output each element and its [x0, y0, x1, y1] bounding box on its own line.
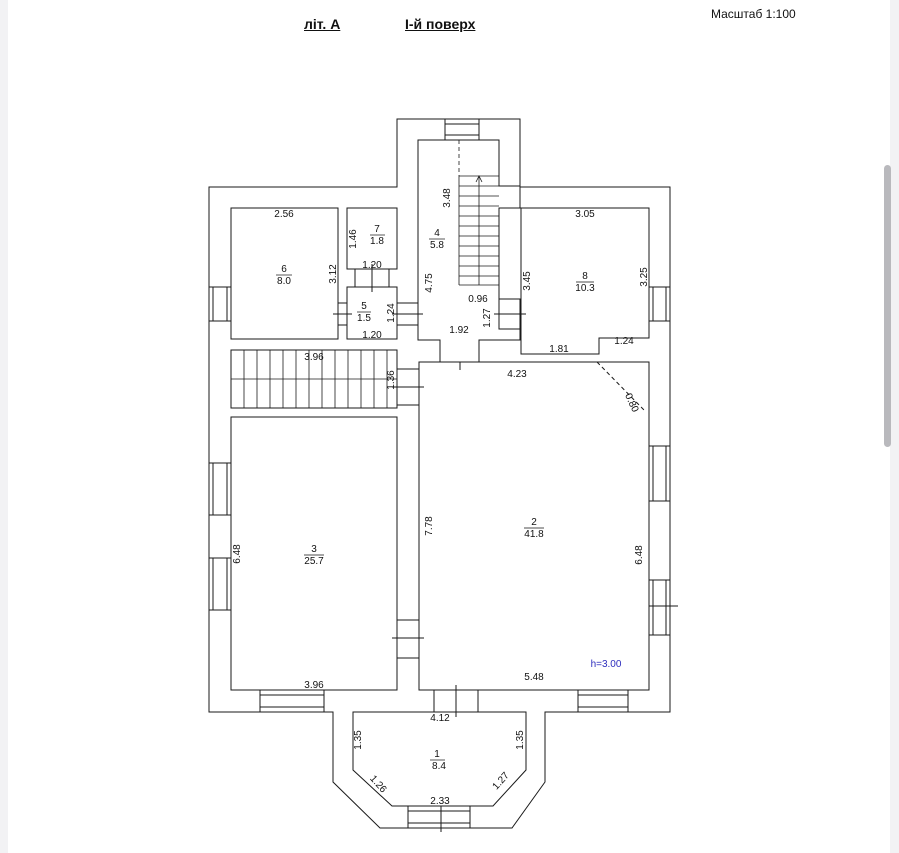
svg-text:10.3: 10.3 [575, 283, 595, 294]
svg-text:25.7: 25.7 [304, 556, 324, 567]
dim-3-25: 3.25 [639, 267, 650, 287]
floor-title: І-й поверх [405, 16, 476, 32]
dim-1-35-left: 1.35 [353, 730, 364, 750]
room-label-8: 8 10.3 [575, 271, 595, 294]
svg-text:5: 5 [361, 301, 367, 312]
room-label-5: 5 1.5 [357, 301, 371, 324]
room-label-6: 6 8.0 [276, 264, 292, 287]
stair-steps-room-4 [458, 140, 499, 286]
svg-text:8: 8 [582, 271, 588, 282]
dim-4-12: 4.12 [430, 713, 450, 724]
dim-5-48: 5.48 [524, 672, 544, 683]
dim-4-23: 4.23 [507, 369, 527, 380]
room-label-3: 3 25.7 [304, 544, 324, 567]
svg-text:4: 4 [434, 228, 440, 239]
outer-wall [208, 118, 671, 829]
svg-text:1.5: 1.5 [357, 313, 371, 324]
dim-3-05: 3.05 [575, 209, 595, 220]
dim-1-20-top: 1.20 [362, 260, 382, 271]
dim-3-48: 3.48 [442, 188, 453, 208]
dim-1-24-room5: 1.24 [386, 303, 397, 323]
dim-1-24-room8: 1.24 [614, 336, 634, 347]
room-2-outline [418, 361, 650, 691]
svg-text:1.8: 1.8 [370, 236, 384, 247]
dim-0-96: 0.96 [468, 294, 488, 305]
svg-text:2: 2 [531, 517, 537, 528]
dim-1-92: 1.92 [449, 325, 469, 336]
dim-1-27-room4: 1.27 [482, 308, 493, 328]
room-label-4: 4 5.8 [429, 228, 445, 251]
dim-1-26: 1.26 [367, 773, 388, 795]
svg-text:41.8: 41.8 [524, 529, 544, 540]
svg-text:5.8: 5.8 [430, 240, 444, 251]
dim-3-96-room3: 3.96 [304, 680, 324, 691]
dim-3-12: 3.12 [328, 264, 339, 284]
dim-3-45: 3.45 [522, 271, 533, 291]
dim-6-48-room3: 6.48 [232, 544, 243, 564]
room-label-7: 7 1.8 [370, 224, 385, 247]
room-7-outline [346, 207, 398, 270]
scale-label: Масштаб 1:100 [711, 7, 796, 21]
svg-text:8.4: 8.4 [432, 761, 446, 772]
room-label-1: 1 8.4 [430, 749, 446, 772]
dim-4-75: 4.75 [424, 273, 435, 293]
dim-2-33: 2.33 [430, 796, 450, 807]
dim-1-36: 1.36 [386, 370, 397, 390]
dim-1-46: 1.46 [348, 229, 359, 249]
room-label-2: 2 41.8 [524, 517, 544, 540]
dim-3-96-stairs: 3.96 [304, 352, 324, 363]
building-letter: літ. А [304, 16, 341, 32]
scrollbar[interactable] [884, 165, 891, 447]
dim-1-20-bottom: 1.20 [362, 330, 382, 341]
svg-text:6: 6 [281, 264, 287, 275]
stairs-outline [230, 349, 398, 409]
dim-1-81: 1.81 [549, 344, 569, 355]
dim-0-80: 0.80 [622, 392, 640, 415]
svg-text:8.0: 8.0 [277, 276, 291, 287]
svg-text:7: 7 [374, 224, 380, 235]
room-8-outline [520, 207, 650, 355]
dim-7-78: 7.78 [424, 516, 435, 536]
stair-steps-hall [231, 350, 397, 408]
drawing-sheet [8, 0, 890, 853]
dim-1-35-right: 1.35 [515, 730, 526, 750]
dim-2-56: 2.56 [274, 209, 294, 220]
dim-6-48-room2: 6.48 [634, 545, 645, 565]
room-1-outline [352, 711, 527, 807]
svg-text:1: 1 [434, 749, 440, 760]
ceiling-height-label: h=3.00 [591, 659, 622, 670]
svg-text:3: 3 [311, 544, 317, 555]
